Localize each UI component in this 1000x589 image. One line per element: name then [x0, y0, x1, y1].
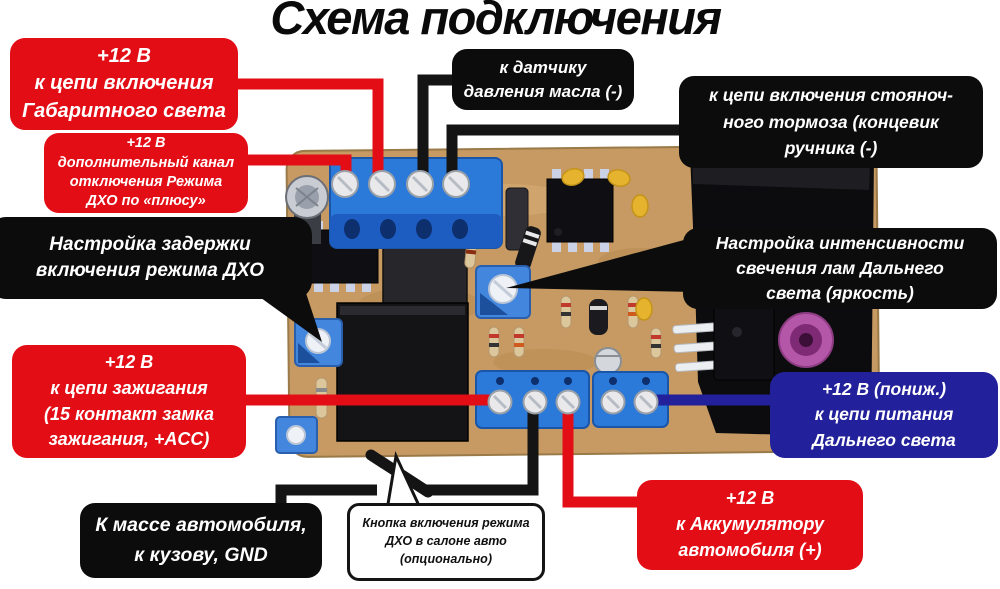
callout-brightness-adjust: Настройка интенсивности свечения лам Дал…: [683, 228, 997, 309]
callout-line: ного тормоза (концевик: [723, 111, 939, 132]
callout-line: ДХО по «плюсу»: [86, 193, 206, 210]
callout-line: ДХО в салоне авто: [385, 534, 507, 549]
diagram-title: Схема подключения: [270, 0, 722, 44]
to220-transistor: [672, 305, 775, 381]
callout-battery: +12 В к Аккумулятору автомобиля (+): [637, 480, 863, 570]
callout-line: Кнопка включения режима: [362, 516, 530, 531]
callout-highbeam-power: +12 В (пониж.) к цепи питания Дальнего с…: [770, 372, 998, 458]
wire-ground-left: [275, 484, 377, 508]
callout-line: включения режима ДХО: [35, 260, 265, 281]
resistors: [315, 233, 662, 419]
pointer-brightness: [506, 237, 695, 292]
wire-parking-brake: [446, 124, 700, 183]
callout-line: автомобиля (+): [678, 539, 822, 560]
pointer-delay: [250, 290, 322, 342]
callout-line: +12 В: [104, 352, 154, 373]
callout-line: (15 контакт замка: [43, 403, 214, 424]
callout-ground: К массе автомобиля, к кузову, GND: [80, 503, 322, 578]
callout-line: к цепи питания: [814, 404, 954, 425]
callout-line: +12 В: [126, 135, 166, 152]
callout-line: к цепи включения: [34, 72, 214, 95]
callout-parking-lights: +12 В к цепи включения Габаритного света: [10, 38, 238, 130]
callout-delay-adjust: Настройка задержки включения режима ДХО: [0, 217, 312, 299]
magenta-screw: [778, 312, 834, 368]
yellow-capacitors: [561, 168, 653, 321]
callout-line: ручника (-): [784, 138, 878, 159]
callout-dxo-button: Кнопка включения режима ДХО в салоне авт…: [347, 503, 545, 581]
screw-slots: [336, 175, 654, 410]
trimmer-corner: [275, 416, 318, 454]
callout-line: Настройка задержки: [49, 233, 251, 255]
callout-line: свечения лам Дальнего: [736, 258, 944, 279]
to92-transistor: [594, 347, 622, 375]
wire-battery: [562, 402, 660, 508]
callout-line: к цепи зажигания: [50, 377, 208, 398]
callout-parking-brake: к цепи включения стояноч- ного тормоза (…: [679, 76, 983, 168]
wire-ground-right: [424, 402, 539, 496]
callout-line: +12 В (пониж.): [821, 378, 947, 399]
callout-line: давления масла (-): [463, 81, 623, 101]
trimmer-brightness: [475, 265, 531, 319]
callout-line: К массе автомобиля,: [95, 514, 307, 537]
callout-line: к датчику: [499, 57, 587, 77]
film-capacitor: [505, 187, 529, 251]
callout-line: +12 В: [725, 488, 775, 509]
ic-chip-2: [546, 169, 614, 252]
callout-line: Дальнего света: [812, 429, 956, 450]
callout-line: к цепи включения стояноч-: [709, 85, 953, 106]
callout-line: (опционально): [400, 551, 492, 566]
callout-aux-channel: +12 В дополнительный канал отключения Ре…: [44, 133, 248, 213]
diodes: [515, 226, 608, 335]
callout-ignition: +12 В к цепи зажигания (15 контакт замка…: [12, 345, 246, 458]
callout-line: света (яркость): [766, 282, 914, 303]
callout-oil-pressure: к датчику давления масла (-): [452, 49, 634, 110]
callout-line: Габаритного света: [22, 99, 226, 122]
small-capacitor: [589, 299, 608, 335]
callout-line: +12 В: [97, 44, 151, 67]
callout-line: зажигания, +ACC): [48, 429, 210, 450]
callout-line: дополнительный канал: [57, 154, 235, 171]
callout-line: отключения Режима: [69, 174, 223, 190]
callout-line: к кузову, GND: [134, 543, 268, 566]
wires: [230, 74, 800, 508]
relay: [336, 302, 469, 442]
callout-line: Настройка интенсивности: [715, 233, 965, 254]
wire-parking-lights: [230, 78, 384, 183]
callout-line: к Аккумулятору: [675, 514, 825, 535]
